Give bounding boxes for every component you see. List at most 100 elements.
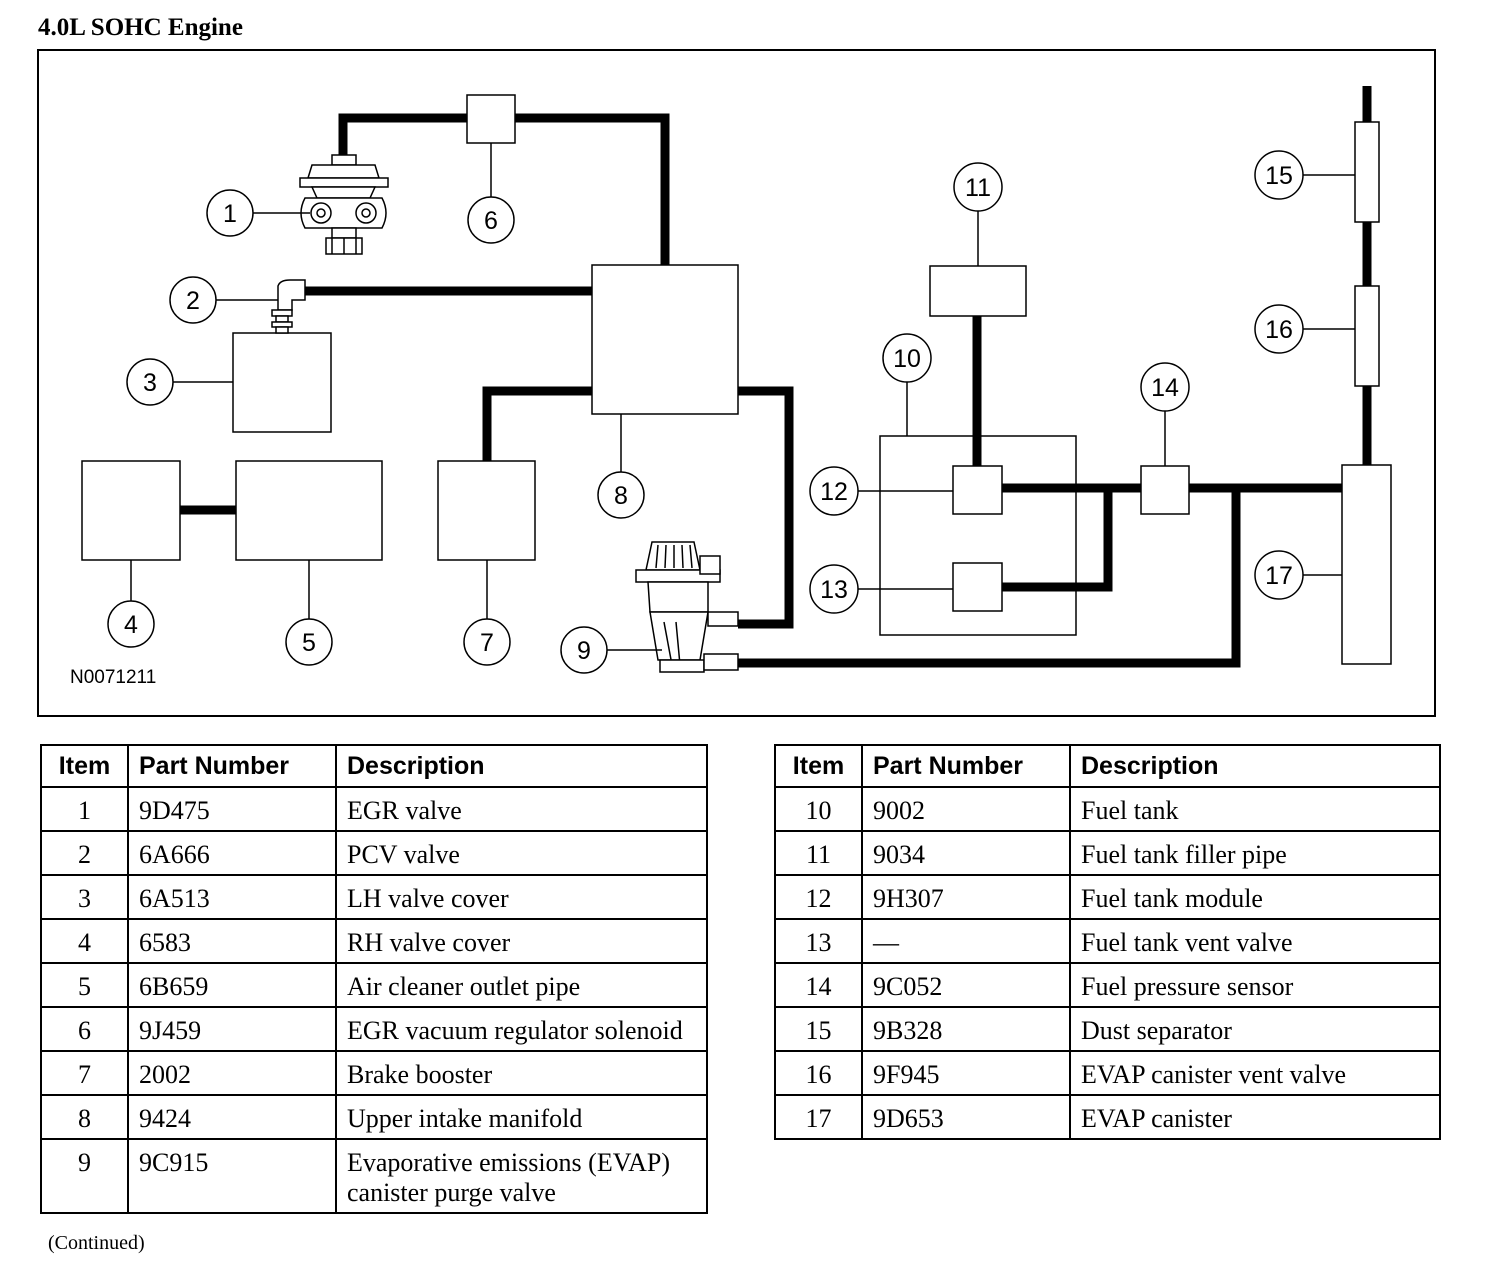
part-number-cell: — [861,918,1071,964]
part-number-cell: 6A666 [127,830,337,876]
part-number-cell: 9424 [127,1094,337,1140]
svg-text:10: 10 [893,345,921,373]
part-number-cell: 6B659 [127,962,337,1008]
components [81,94,1392,665]
callout-16: 16 [1254,304,1304,354]
column-header-description: Description [1069,744,1441,788]
item-cell: 9 [40,1138,129,1214]
callout-3: 3 [126,358,174,406]
item-cell: 15 [774,1006,863,1052]
svg-text:12: 12 [820,478,848,506]
figure-id: N0071211 [70,667,156,688]
item-cell: 1 [40,786,129,832]
callout-10: 10 [882,333,932,383]
egr-vacuum-regulator-solenoid-box [466,94,516,144]
evap-canister-vent-valve-box [1354,285,1380,387]
description-cell: Evaporative emissions (EVAP) canister pu… [335,1138,708,1214]
description-cell: Air cleaner outlet pipe [335,962,708,1008]
fuel-tank-module-box [952,465,1003,515]
item-cell: 11 [774,830,863,876]
diagram-frame [37,49,1436,717]
table-header-row: Item Part Number Description [774,744,1441,788]
part-number-cell: 2002 [127,1050,337,1096]
fuel-tank-vent-valve-box [952,562,1003,612]
svg-text:1: 1 [223,200,237,228]
svg-text:17: 17 [1265,562,1293,590]
item-cell: 6 [40,1006,129,1052]
callout-9: 9 [560,626,608,674]
table-header-row: Item Part Number Description [40,744,708,788]
svg-text:9: 9 [577,637,591,665]
hose-booster-to-manifold [482,386,592,461]
column-header-item: Item [40,744,129,788]
leader-lines [130,143,1355,651]
dust-separator-box [1354,121,1380,223]
svg-text:2: 2 [186,287,200,315]
description-cell: LH valve cover [335,874,708,920]
callout-2: 2 [169,276,217,324]
page-title: 4.0L SOHC Engine [38,14,243,41]
air-cleaner-outlet-pipe-box [235,460,383,561]
part-number-cell: 9C915 [127,1138,337,1214]
description-cell: Dust separator [1069,1006,1441,1052]
item-cell: 14 [774,962,863,1008]
description-cell: Fuel tank module [1069,874,1441,920]
lh-valve-cover-box [232,332,332,433]
part-number-cell: 6A513 [127,874,337,920]
description-cell: Upper intake manifold [335,1094,708,1140]
part-number-cell: 9F945 [861,1050,1071,1096]
column-header-description: Description [335,744,708,788]
svg-text:14: 14 [1151,374,1179,402]
item-cell: 13 [774,918,863,964]
description-cell: Fuel tank vent valve [1069,918,1441,964]
description-cell: EVAP canister [1069,1094,1441,1140]
description-cell: RH valve cover [335,918,708,964]
egr-valve-drawing [299,154,389,255]
svg-text:11: 11 [965,174,991,202]
item-cell: 8 [40,1094,129,1140]
item-cell: 4 [40,918,129,964]
description-cell: Fuel pressure sensor [1069,962,1441,1008]
svg-text:6: 6 [484,207,498,235]
svg-text:8: 8 [614,482,628,510]
callout-6: 6 [467,196,515,244]
hose-solenoid-to-manifold [515,113,670,265]
item-cell: 3 [40,874,129,920]
callout-13: 13 [809,564,859,614]
svg-text:7: 7 [480,629,494,657]
callout-12: 12 [809,466,859,516]
part-number-cell: 9J459 [127,1006,337,1052]
item-cell: 2 [40,830,129,876]
rh-valve-cover-box [81,460,181,561]
evap-canister-box [1341,464,1392,665]
callout-14: 14 [1140,362,1190,412]
part-number-cell: 9D475 [127,786,337,832]
evap-purge-valve-drawing [635,541,739,673]
part-number-cell: 9C052 [861,962,1071,1008]
callout-5: 5 [285,618,333,666]
hose-vent-valve-loop [1002,488,1113,592]
pcv-valve-drawing [271,279,306,334]
item-cell: 17 [774,1094,863,1140]
part-number-cell: 9H307 [861,874,1071,920]
description-cell: PCV valve [335,830,708,876]
hose-manifold-to-purge-valve [738,386,794,629]
svg-text:13: 13 [820,576,848,604]
description-cell: EGR vacuum regulator solenoid [335,1006,708,1052]
fuel-tank-box [879,435,1077,636]
table-row: 13—Fuel tank vent valve [774,918,1441,964]
callout-8: 8 [597,471,645,519]
upper-intake-manifold-box [591,264,739,415]
part-number-cell: 6583 [127,918,337,964]
